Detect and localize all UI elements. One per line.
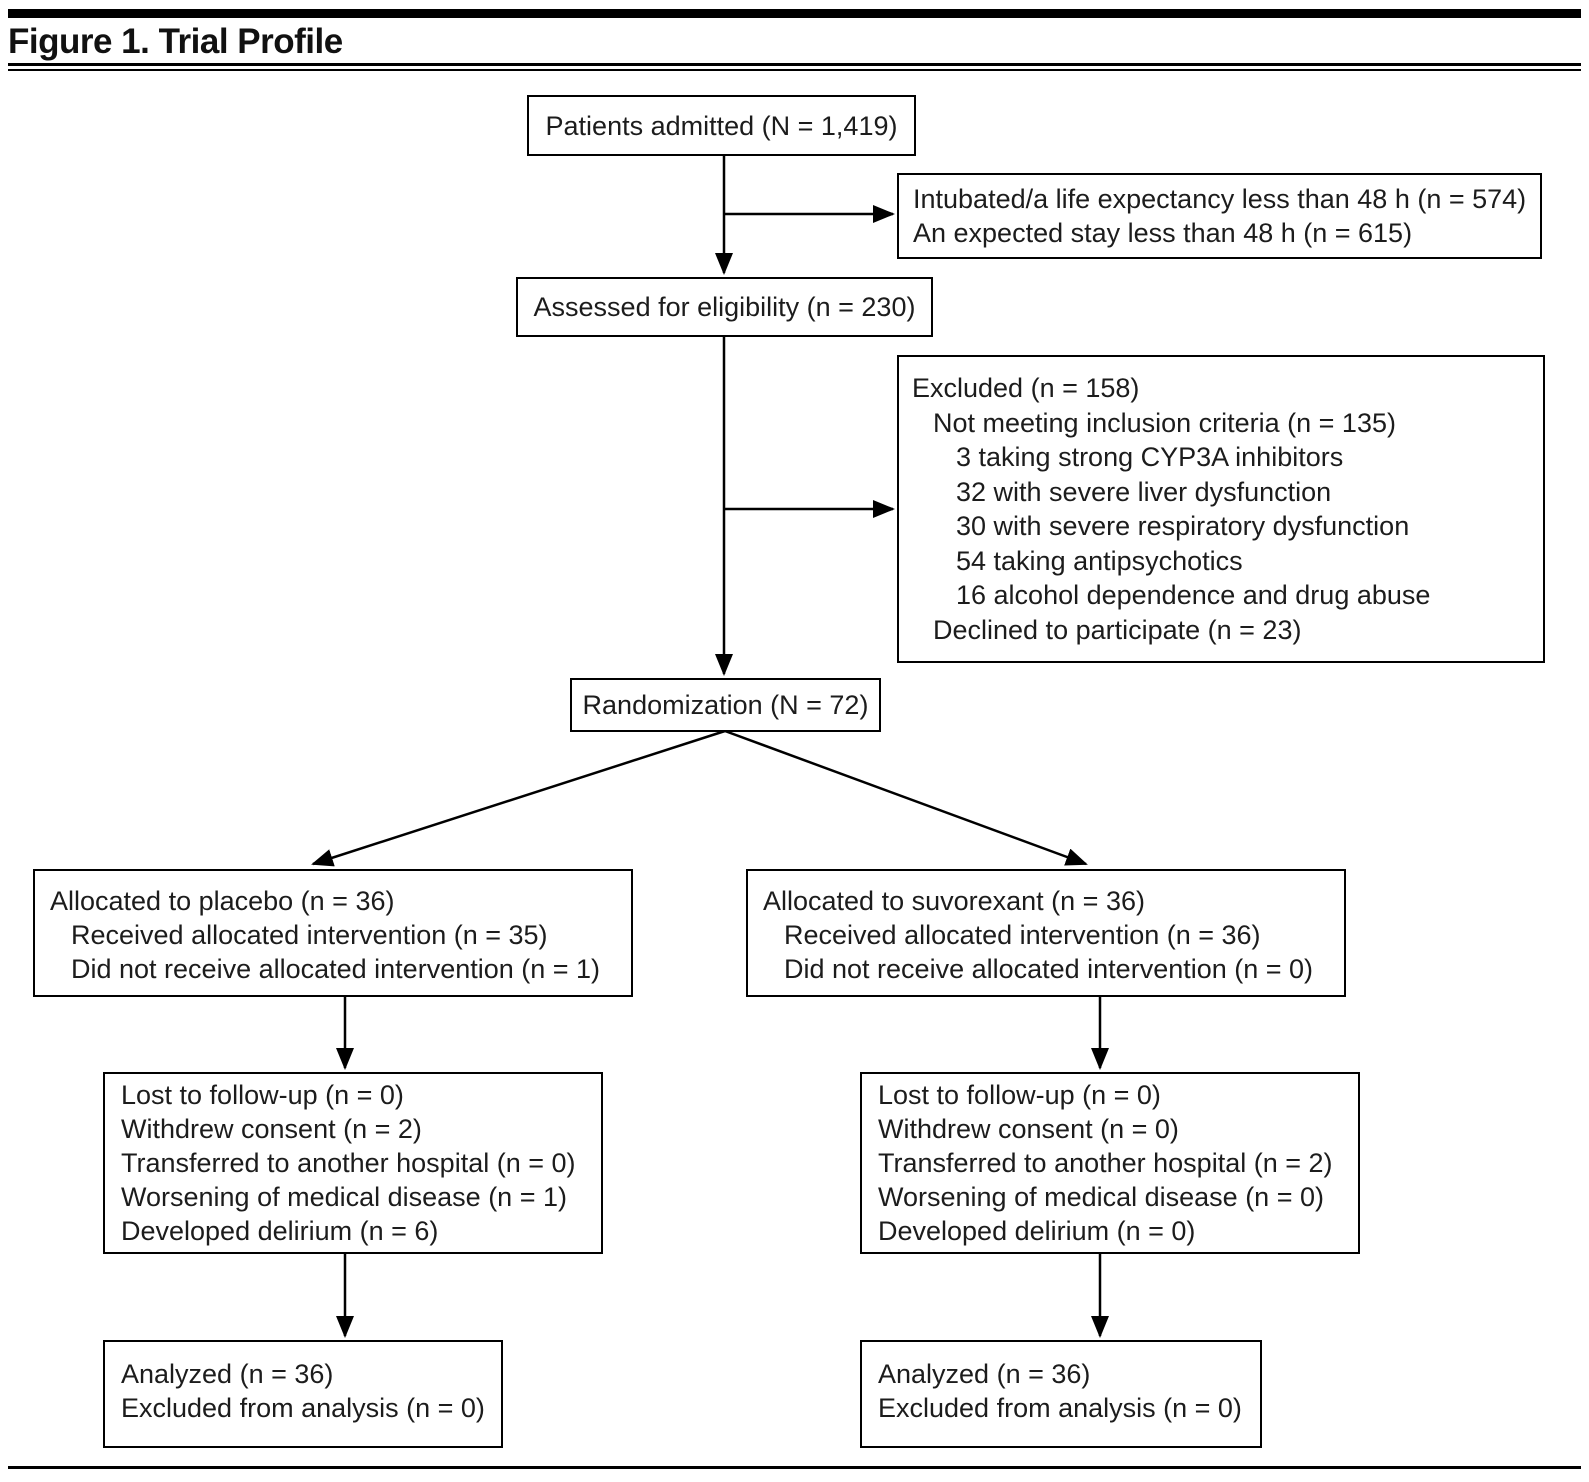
placebo-followup-line: Transferred to another hospital (n = 0) [121,1148,576,1178]
excluded-reason: 32 with severe liver dysfunction [956,476,1332,507]
suvorexant-received: Received allocated intervention (n = 36) [784,920,1261,950]
placebo-followup-line: Developed delirium (n = 6) [121,1216,439,1246]
excluded-box: Excluded (n = 158) Not meeting inclusion… [897,355,1545,663]
excluded-title: Excluded (n = 158) [912,373,1140,403]
pre-eligibility-exclusion-line: An expected stay less than 48 h (n = 615… [913,218,1413,248]
randomization-box: Randomization (N = 72) [570,678,881,732]
placebo-followup-box: Lost to follow-up (n = 0) Withdrew conse… [103,1072,603,1254]
suvorexant-allocated-title: Allocated to suvorexant (n = 36) [763,886,1145,916]
placebo-analyzed-line: Excluded from analysis (n = 0) [121,1393,485,1423]
suvorexant-followup-line: Worsening of medical disease (n = 0) [878,1182,1324,1212]
assessed-eligibility-box: Assessed for eligibility (n = 230) [516,277,933,337]
placebo-analyzed-line: Analyzed (n = 36) [121,1359,334,1389]
patients-admitted-text: Patients admitted (N = 1,419) [545,110,898,141]
suvorexant-not-received: Did not receive allocated intervention (… [784,954,1314,984]
excluded-reason: 16 alcohol dependence and drug abuse [956,580,1431,610]
patients-admitted-box: Patients admitted (N = 1,419) [527,95,916,156]
suvorexant-followup-line: Lost to follow-up (n = 0) [878,1080,1161,1110]
title-divider-thick [8,63,1581,66]
suvorexant-allocated-box: Allocated to suvorexant (n = 36) Receive… [746,869,1346,997]
randomization-text: Randomization (N = 72) [582,690,869,720]
arrow-randomization-to-suvorexant [724,729,1088,866]
excluded-reason: 3 taking strong CYP3A inhibitors [956,442,1344,472]
placebo-received: Received allocated intervention (n = 35) [71,920,548,950]
placebo-followup-line: Withdrew consent (n = 2) [121,1114,422,1144]
placebo-analyzed-box: Analyzed (n = 36) Excluded from analysis… [103,1340,503,1448]
suvorexant-followup-box: Lost to follow-up (n = 0) Withdrew conse… [860,1072,1360,1254]
excluded-not-meeting: Not meeting inclusion criteria (n = 135) [933,407,1396,438]
pre-eligibility-exclusion-box: Intubated/a life expectancy less than 48… [897,173,1542,259]
suvorexant-analyzed-line: Excluded from analysis (n = 0) [878,1393,1242,1423]
placebo-followup-line: Lost to follow-up (n = 0) [121,1080,404,1110]
excluded-reason: 30 with severe respiratory dysfunction [956,511,1410,541]
placebo-not-received: Did not receive allocated intervention (… [71,954,601,984]
suvorexant-analyzed-line: Analyzed (n = 36) [878,1359,1091,1389]
assessed-eligibility-text: Assessed for eligibility (n = 230) [533,292,916,322]
placebo-allocated-title: Allocated to placebo (n = 36) [50,886,395,916]
excluded-reason: 54 taking antipsychotics [956,545,1243,576]
suvorexant-followup-line: Developed delirium (n = 0) [878,1216,1196,1246]
title-divider-thin [8,69,1581,71]
suvorexant-analyzed-box: Analyzed (n = 36) Excluded from analysis… [860,1340,1262,1448]
pre-eligibility-exclusion-line: Intubated/a life expectancy less than 48… [913,184,1527,214]
top-rule-bar [8,9,1581,18]
figure-title: Figure 1. Trial Profile [8,22,343,61]
arrow-randomization-to-placebo [311,729,726,867]
bottom-rule [8,1466,1581,1469]
placebo-followup-line: Worsening of medical disease (n = 1) [121,1182,567,1212]
placebo-allocated-box: Allocated to placebo (n = 36) Received a… [33,869,633,997]
suvorexant-followup-line: Withdrew consent (n = 0) [878,1114,1179,1144]
excluded-declined: Declined to participate (n = 23) [933,614,1302,645]
suvorexant-followup-line: Transferred to another hospital (n = 2) [878,1148,1333,1178]
